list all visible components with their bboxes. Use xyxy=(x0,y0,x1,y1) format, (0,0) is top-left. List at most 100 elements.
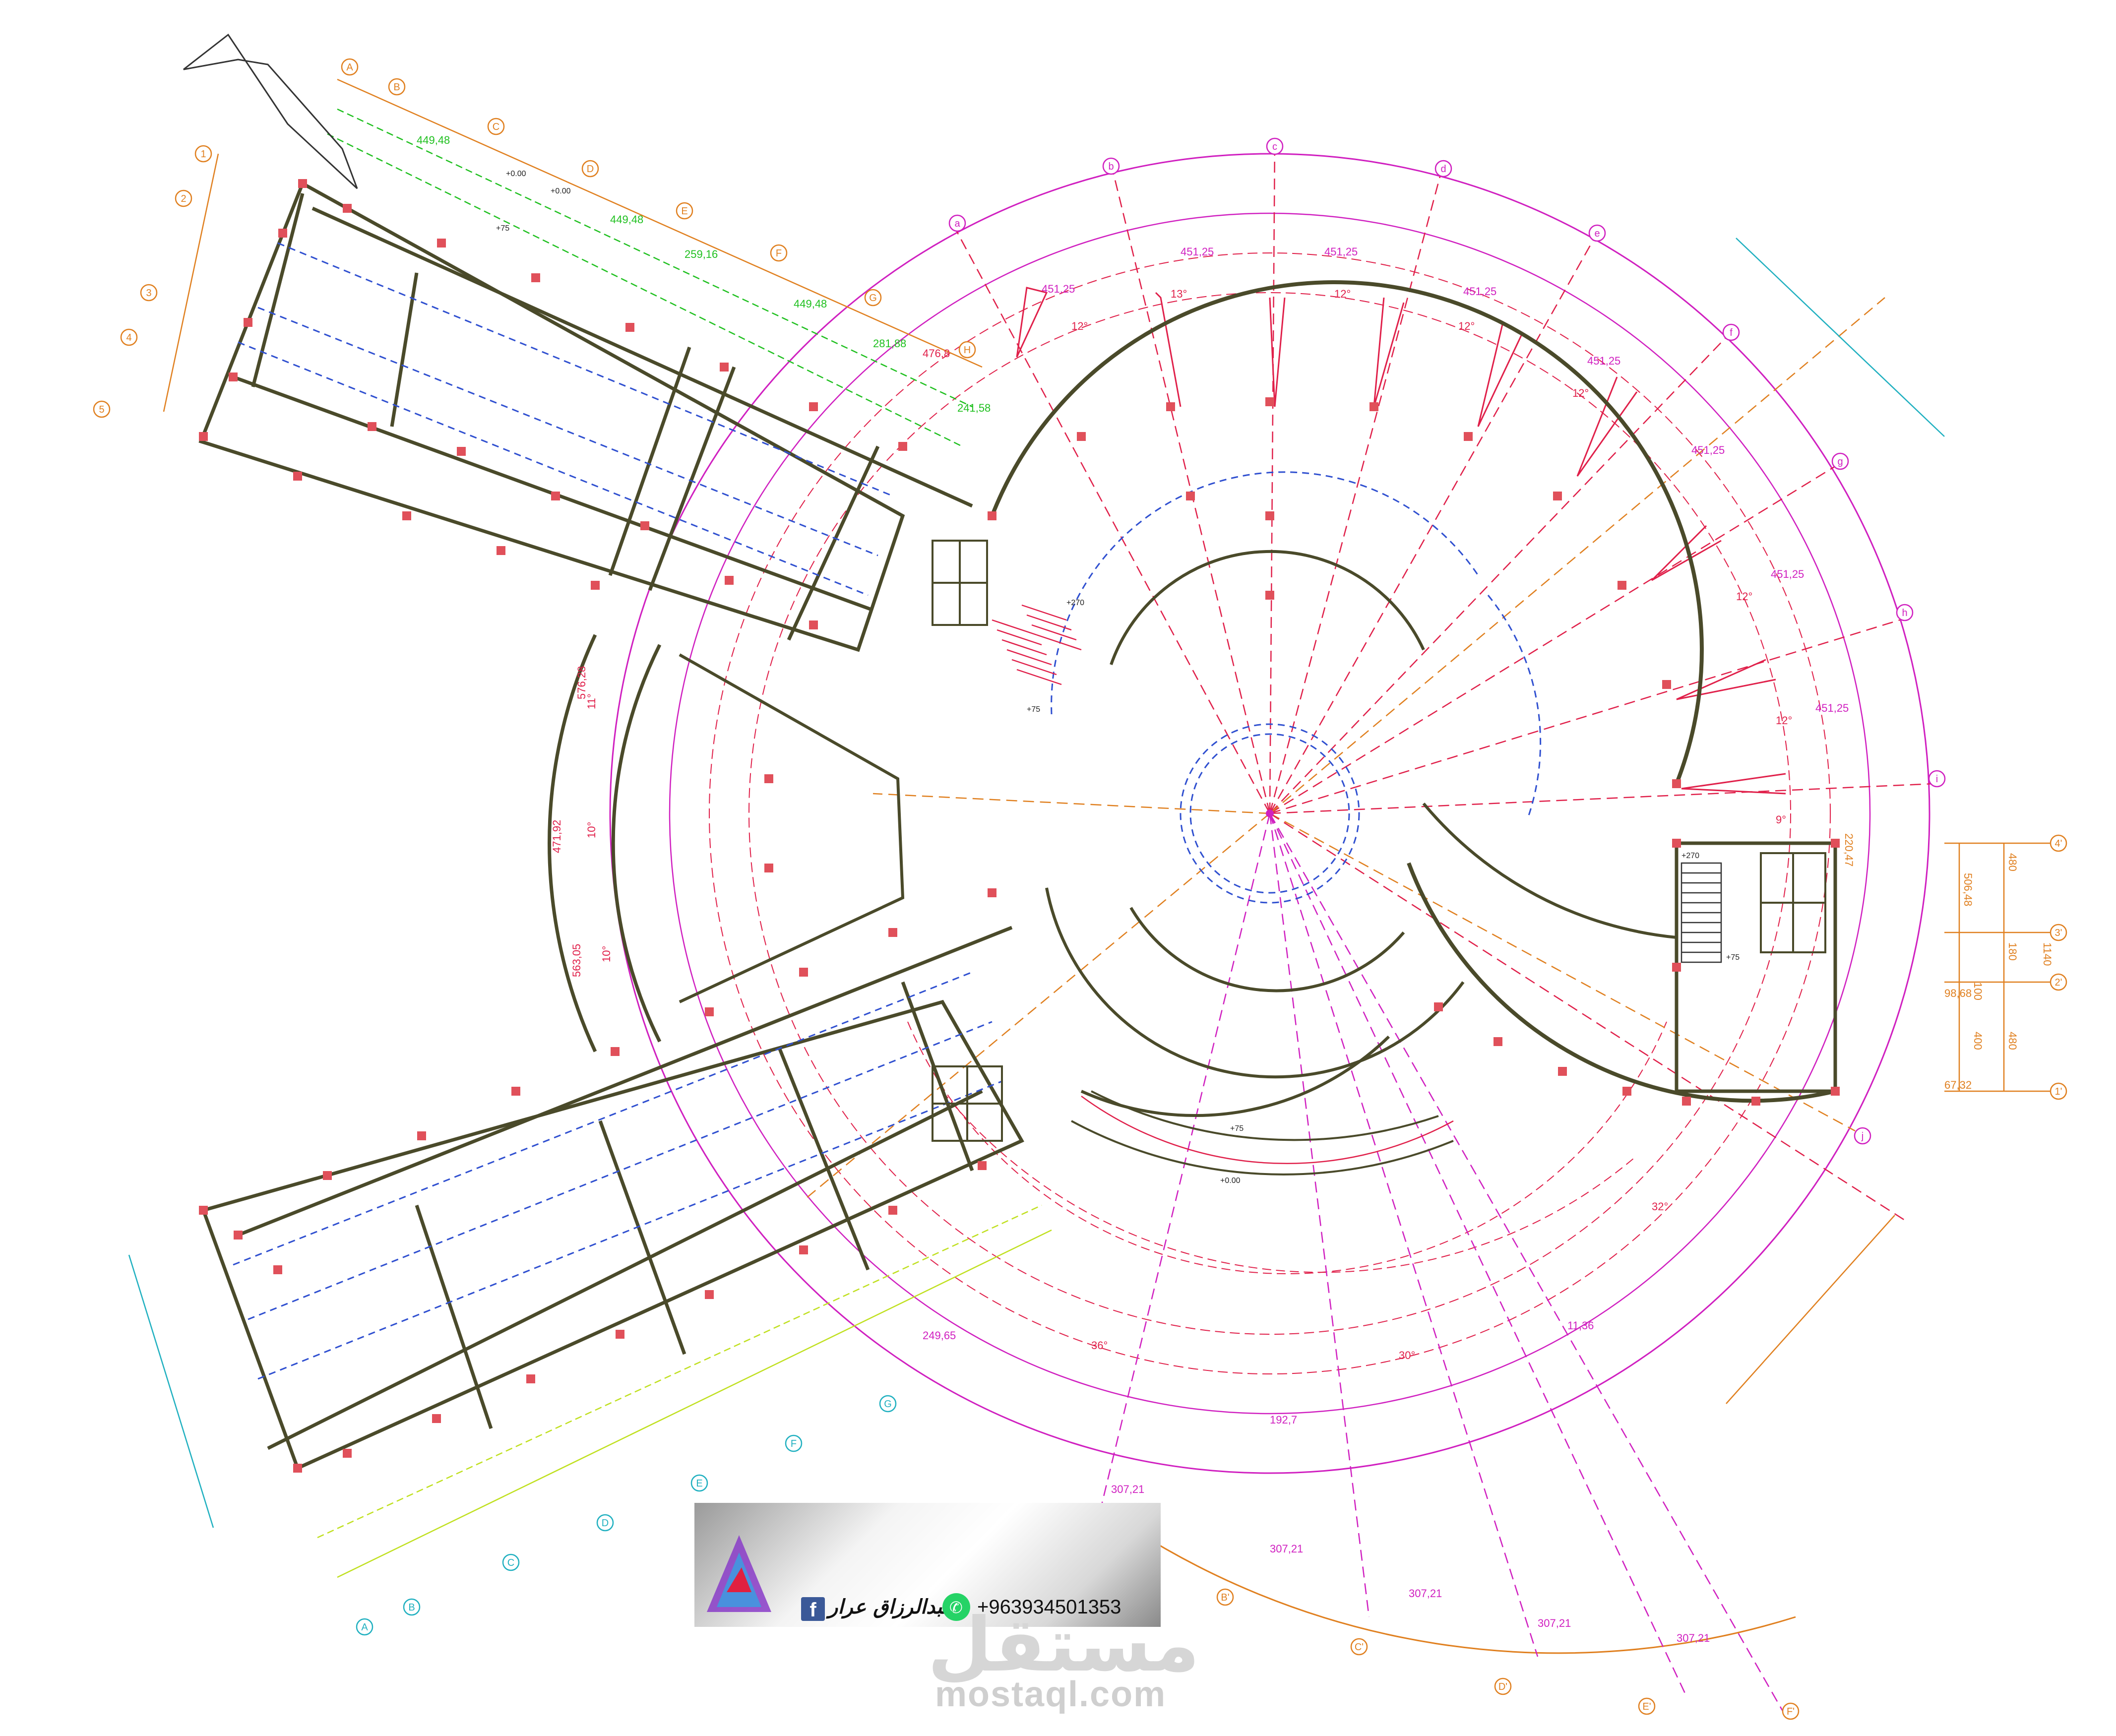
dim-green-4: 449,48 xyxy=(794,298,827,310)
left-dim-1: 576,28 xyxy=(575,666,588,699)
left-angle-3: 10° xyxy=(600,946,613,962)
bottom-dim-8: 307,21 xyxy=(1677,1632,1710,1644)
bottom-angle-2: 30° xyxy=(1399,1349,1415,1362)
grid-label-3: 3 xyxy=(146,288,151,299)
level-2: +0.00 xyxy=(551,187,571,195)
left-angle-1: 11° xyxy=(585,693,598,709)
restroom-blocks xyxy=(932,540,1826,1142)
level-8: +75 xyxy=(1230,1124,1244,1133)
grid-label-bE: E xyxy=(696,1478,702,1489)
beams xyxy=(233,242,1542,1380)
bottom-dim-7: 307,21 xyxy=(1538,1617,1571,1629)
dim-arc-3: 451,25 xyxy=(1324,246,1358,258)
entrance-arrow xyxy=(183,33,358,189)
right-dim-2: 9° xyxy=(1776,813,1786,826)
grid-label-4: 4 xyxy=(126,332,131,343)
bottom-dim-5: 307,21 xyxy=(1270,1543,1303,1555)
right-dim-6: 1140 xyxy=(2041,942,2054,966)
grid-label-c: c xyxy=(1272,141,1277,152)
grid-label-f: f xyxy=(1730,327,1733,338)
grid-label-Dp: D' xyxy=(1498,1681,1507,1692)
grid-label-G: G xyxy=(869,293,877,304)
credit-banner: f عبدالرزاق عرار ✆ +963934501353 xyxy=(694,1503,1161,1627)
angle-7: 12° xyxy=(1776,714,1792,727)
grid-label-H: H xyxy=(964,345,971,356)
grid-label-A: A xyxy=(346,62,353,73)
grid-label-2p: 2' xyxy=(2055,977,2062,988)
bottom-dim-6: 307,21 xyxy=(1409,1587,1442,1600)
left-angle-2: 10° xyxy=(585,822,598,838)
grid-label-1p: 1' xyxy=(2055,1086,2062,1097)
grid-label-Ep: E' xyxy=(1642,1701,1651,1712)
bottom-dim-1: 249,65 xyxy=(923,1329,956,1342)
grid-label-bA: A xyxy=(361,1622,368,1633)
dim-arc-4: 451,25 xyxy=(1463,285,1496,298)
bottom-angle-3: 32° xyxy=(1652,1200,1668,1213)
dim-green-5: 281,88 xyxy=(873,337,906,350)
bottom-dim-2: 192,7 xyxy=(1270,1414,1297,1426)
center-mark xyxy=(1266,809,1274,817)
phone-number: +963934501353 xyxy=(977,1596,1121,1618)
level-9: +0.00 xyxy=(1220,1177,1241,1185)
grid-letters: A B C D E F G H 1 2 3 4 5 a b c d e f g … xyxy=(99,62,2062,1717)
grid-label-Cp: C' xyxy=(1355,1642,1364,1653)
grid-label-a: a xyxy=(954,218,960,229)
edge-grid-lines xyxy=(128,78,2054,1578)
dim-green-3: 259,16 xyxy=(685,248,718,260)
wedge-fins xyxy=(1016,287,1786,795)
grid-label-1: 1 xyxy=(200,149,206,160)
grid-label-3p: 3' xyxy=(2055,928,2062,938)
grid-label-bG: G xyxy=(884,1399,892,1410)
grid-label-bF: F xyxy=(791,1438,797,1449)
left-dim-2: 471,92 xyxy=(551,820,563,853)
walls xyxy=(198,181,1837,1471)
grid-label-bB: B xyxy=(408,1602,415,1613)
level-3: +75 xyxy=(496,224,509,233)
grid-label-i: i xyxy=(1936,774,1938,785)
right-dim-8: 100 xyxy=(1972,982,1984,1000)
angle-5: 12° xyxy=(1572,387,1589,399)
bottom-dim-3: 11,36 xyxy=(1567,1319,1594,1332)
dim-arc-6: 451,25 xyxy=(1691,444,1725,456)
grid-label-d: d xyxy=(1440,164,1446,175)
radial-grid xyxy=(803,143,1935,1717)
grid-label-b: b xyxy=(1108,161,1114,172)
dim-green-7: 241,58 xyxy=(957,402,991,414)
right-dim-5: 180 xyxy=(2006,942,2019,961)
angle-6: 12° xyxy=(1736,590,1752,603)
grid-bubbles xyxy=(93,58,2067,1720)
grid-label-j: j xyxy=(1861,1131,1864,1142)
dim-green-6: 476,8 xyxy=(923,347,950,360)
right-dim-4: 480 xyxy=(2006,853,2019,871)
grid-label-h: h xyxy=(1902,608,1907,619)
dimension-texts: 449,48 449,48 259,16 449,48 281,88 476,8… xyxy=(417,134,2054,1644)
left-dim-3: 563,05 xyxy=(570,944,583,977)
bottom-angle-1: 36° xyxy=(1091,1339,1108,1352)
right-dim-1: 220,47 xyxy=(1843,833,1855,867)
reference-arcs xyxy=(609,153,1930,1654)
dim-arc-1: 451,25 xyxy=(1042,283,1075,295)
right-dim-10: 480 xyxy=(2006,1032,2019,1050)
grid-label-Fp: F' xyxy=(1787,1706,1795,1717)
whatsapp-icon[interactable]: ✆ xyxy=(942,1593,970,1621)
grid-label-4p: 4' xyxy=(2055,838,2062,849)
author-name: عبدالرزاق عرار xyxy=(828,1595,955,1618)
watermark-latin: mostaql.com xyxy=(935,1674,1167,1714)
grid-label-g: g xyxy=(1837,456,1843,467)
right-dim-9: 400 xyxy=(1972,1032,1984,1050)
grid-label-B: B xyxy=(393,82,400,93)
level-5: +75 xyxy=(1027,705,1040,714)
dim-arc-5: 451,25 xyxy=(1587,355,1620,367)
right-dim-7: 98,68 xyxy=(1944,987,1972,999)
logo-mark-icon xyxy=(707,1535,771,1612)
grid-label-F: F xyxy=(776,248,782,259)
level-7: +75 xyxy=(1726,953,1740,962)
angle-1: 13° xyxy=(1171,288,1187,300)
dim-arc-7: 451,25 xyxy=(1771,568,1804,580)
grid-label-e: e xyxy=(1594,228,1600,239)
grid-label-Bp: B' xyxy=(1221,1592,1229,1603)
columns xyxy=(199,179,1840,1473)
dim-arc-2: 451,25 xyxy=(1181,246,1214,258)
facebook-icon[interactable]: f xyxy=(801,1597,825,1621)
angle-2: 12° xyxy=(1071,320,1088,332)
